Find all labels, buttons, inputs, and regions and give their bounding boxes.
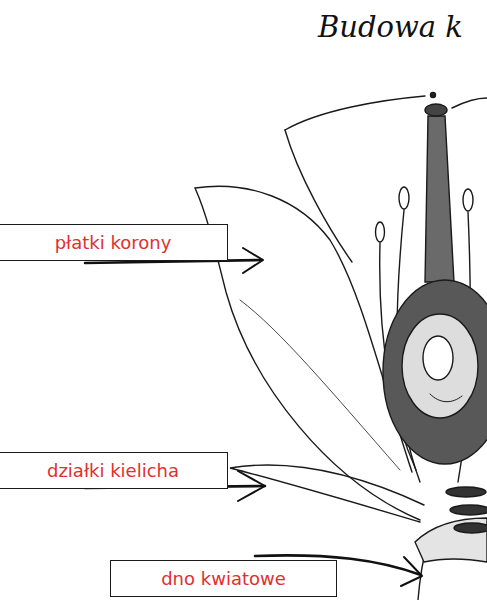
nectary [450, 505, 487, 515]
anther [376, 222, 385, 242]
part-label: dno kwiatowe [161, 568, 286, 590]
anther [463, 189, 473, 211]
label-box: dno kwiatowe [110, 560, 337, 597]
ovule [423, 336, 453, 380]
diagram-title: Budowa k [318, 10, 463, 44]
label-box: płatki korony [0, 224, 228, 261]
stigma [425, 104, 447, 116]
stigma-dot [431, 93, 436, 98]
part-label: płatki korony [55, 232, 172, 254]
sepal [230, 465, 424, 522]
back-petal [285, 130, 352, 262]
style [425, 116, 454, 282]
arrow-head [238, 471, 265, 501]
nectary [446, 487, 486, 497]
back-petal [285, 96, 425, 130]
part-label: działki kielicha [47, 460, 179, 482]
back-petal [452, 98, 487, 108]
anther [399, 187, 409, 209]
ovary-cavity [402, 314, 478, 418]
arrow-head [401, 557, 422, 586]
arrow-head [243, 248, 263, 273]
ovule-stalk [430, 394, 462, 402]
nectary [454, 523, 487, 533]
label-box: działki kielicha [0, 452, 228, 489]
ovary [383, 280, 487, 464]
petal-vein [240, 300, 400, 470]
